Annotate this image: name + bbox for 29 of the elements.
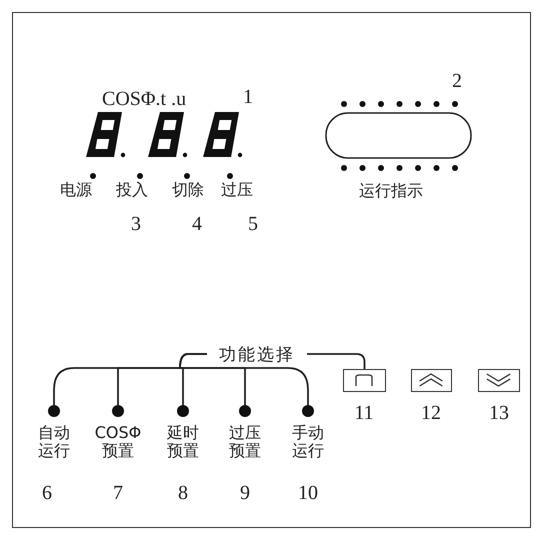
indicator-label: 运行指示 [359, 182, 423, 200]
callout-number: 6 [42, 482, 52, 504]
callout-number: 10 [298, 482, 318, 504]
callout-number: 4 [192, 213, 202, 235]
up-key [411, 369, 452, 392]
indicator-label: 切除 [172, 181, 204, 199]
indicator-led [302, 405, 314, 417]
down-key [478, 369, 520, 392]
indicator-led [239, 405, 251, 417]
function-label: COSΦ 预置 [94, 424, 142, 460]
display-mode-label: COSΦ.t .u [102, 88, 186, 110]
indicator-label: 电源 [60, 181, 92, 199]
indicator-label: 过压 [221, 181, 253, 199]
callout-number: 12 [421, 402, 441, 424]
callout-number: 8 [178, 482, 188, 504]
indicator-led [177, 405, 189, 417]
callout-number: 5 [248, 213, 258, 235]
indicator-led [48, 405, 60, 417]
indicator-label: 投入 [116, 181, 148, 199]
indicator-led [112, 405, 124, 417]
callout-number: 2 [452, 70, 462, 92]
callout-number: 7 [113, 482, 123, 504]
callout-number: 9 [240, 482, 250, 504]
callout-number: 13 [489, 402, 509, 424]
function-key [343, 369, 386, 392]
callout-number: 3 [131, 213, 141, 235]
callout-number: 1 [243, 86, 253, 108]
callout-number: 11 [354, 402, 374, 424]
connector-line [179, 353, 309, 405]
